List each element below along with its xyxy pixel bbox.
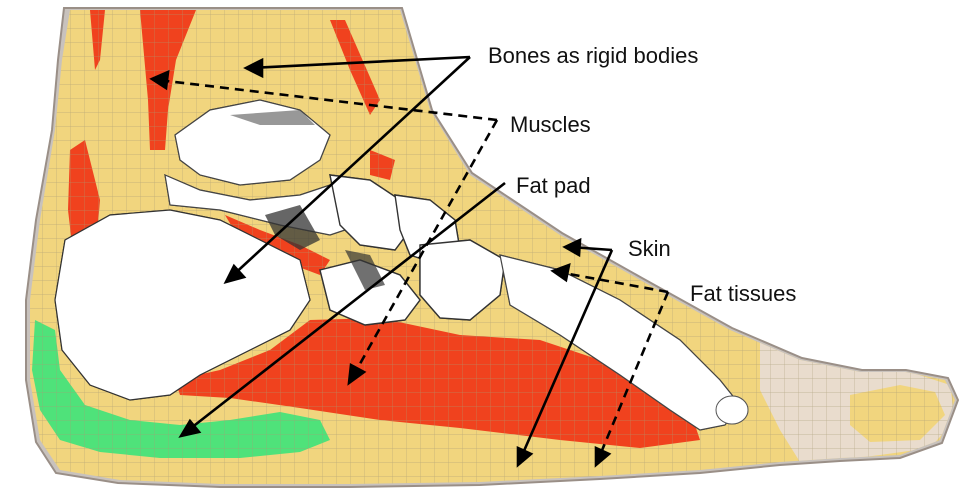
label-skin: Skin — [628, 236, 671, 261]
label-muscles: Muscles — [510, 112, 591, 137]
label-fat-pad: Fat pad — [516, 173, 591, 198]
label-fat-tissues: Fat tissues — [690, 281, 796, 306]
label-bones: Bones as rigid bodies — [488, 43, 698, 68]
